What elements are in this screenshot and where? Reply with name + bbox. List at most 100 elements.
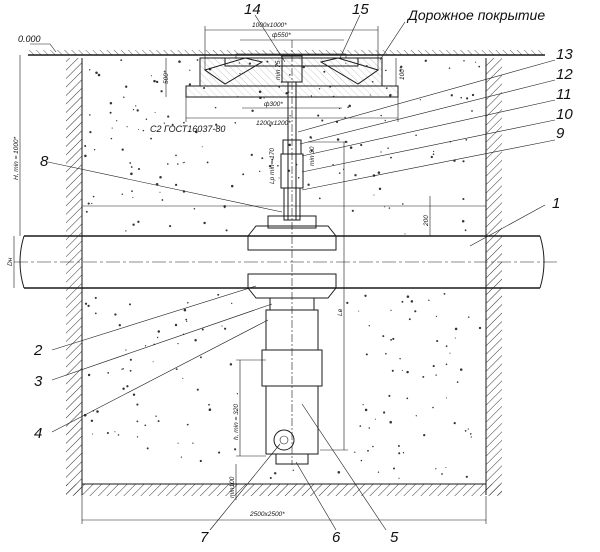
road-surface-label: Дорожное покрытие [406,7,545,23]
sand-dot [109,111,112,114]
sand-dot [203,221,206,225]
dim-min100: min100 [229,476,236,498]
sand-dot [183,121,185,124]
callout-3: 3 [34,373,43,390]
sand-dot [121,148,124,151]
sand-dot [445,397,448,399]
sand-dot [171,123,174,126]
sand-dot [478,326,482,330]
sand-dot [441,473,443,475]
dim-dn: Dн [7,257,14,266]
dim-h-min: H, min = 1000* [13,136,20,180]
sand-dot [346,301,349,304]
sand-dot [408,318,411,321]
sand-dot [137,220,140,223]
dim-min30: min 30 [309,146,316,166]
sand-dot [87,202,90,205]
sand-dot [401,369,403,371]
dim-h-min-320: h, min = 320 [233,404,240,440]
sand-dot [132,223,135,226]
sand-dot [131,190,133,192]
sand-dot [180,456,183,458]
sand-dot [94,312,97,315]
sand-dot [187,301,189,304]
sand-dot [269,124,272,127]
sand-dot [401,203,404,205]
sand-dot [135,105,137,107]
sand-dot [125,349,127,351]
sand-dot [87,373,91,377]
sand-dot [136,436,139,438]
sand-dot [435,374,437,376]
sand-dot [250,153,253,157]
sand-dot [445,345,448,347]
sand-dot [90,419,94,423]
sand-dot [114,313,117,316]
callout-14: 14 [244,1,261,18]
sand-dot [390,339,392,341]
sand-dot [471,110,473,112]
sand-dot [117,434,120,436]
sand-dot [414,310,417,313]
sand-dot [196,59,199,61]
dimension-lines [13,26,487,524]
dim-d550: ф550* [272,32,291,39]
sand-dot [268,164,272,168]
sand-dot [460,96,462,99]
sand-dot [91,433,94,435]
sand-fill [83,59,482,480]
sand-dot [129,162,132,164]
sand-dot [443,292,446,295]
sand-dot [360,459,363,462]
sand-dot [163,122,165,124]
sand-dot [146,447,149,450]
sand-dot [368,427,371,429]
sand-dot [150,137,153,140]
sand-dot [242,173,245,176]
sand-dot [462,160,465,163]
sand-dot [338,172,341,174]
dim-d100: 100* [399,66,406,80]
sand-dot [132,108,135,111]
sand-dot [273,472,277,475]
sand-dot [159,191,161,193]
sand-dot [208,408,212,411]
sand-dot [192,442,194,444]
callout-13: 13 [556,46,573,63]
sand-dot [194,338,197,342]
sand-dot [271,158,274,161]
sand-dot [136,420,139,423]
sand-dot [208,403,210,406]
callout-6: 6 [332,529,341,546]
sand-dot [393,467,395,470]
sand-dot [157,420,160,423]
sand-dot [230,184,234,188]
sand-dot [359,425,362,427]
sand-dot [385,352,387,355]
sand-dot [377,471,380,473]
sand-dot [373,194,375,196]
sand-dot [182,377,184,379]
sand-dot [221,325,223,327]
dim-d300: ф300* [264,101,283,108]
pit-walls [66,58,502,496]
sand-dot [400,65,403,68]
sand-dot [89,114,91,116]
callout-12: 12 [556,66,573,83]
dim-200: 200 [423,215,430,227]
sand-dot [142,129,145,132]
sand-dot [97,73,101,77]
sand-dot [125,230,127,232]
sand-dot [126,385,129,388]
sand-dot [201,146,203,148]
valve-stem [280,40,304,465]
sand-dot [183,308,187,312]
sand-dot [399,69,402,72]
sand-dot [406,295,410,298]
dim-d500: 500* [163,70,170,84]
sand-dot [201,328,204,331]
sand-dot [423,433,426,437]
sand-dot [218,451,221,454]
sand-dot [436,339,439,343]
sand-dot [465,138,468,141]
